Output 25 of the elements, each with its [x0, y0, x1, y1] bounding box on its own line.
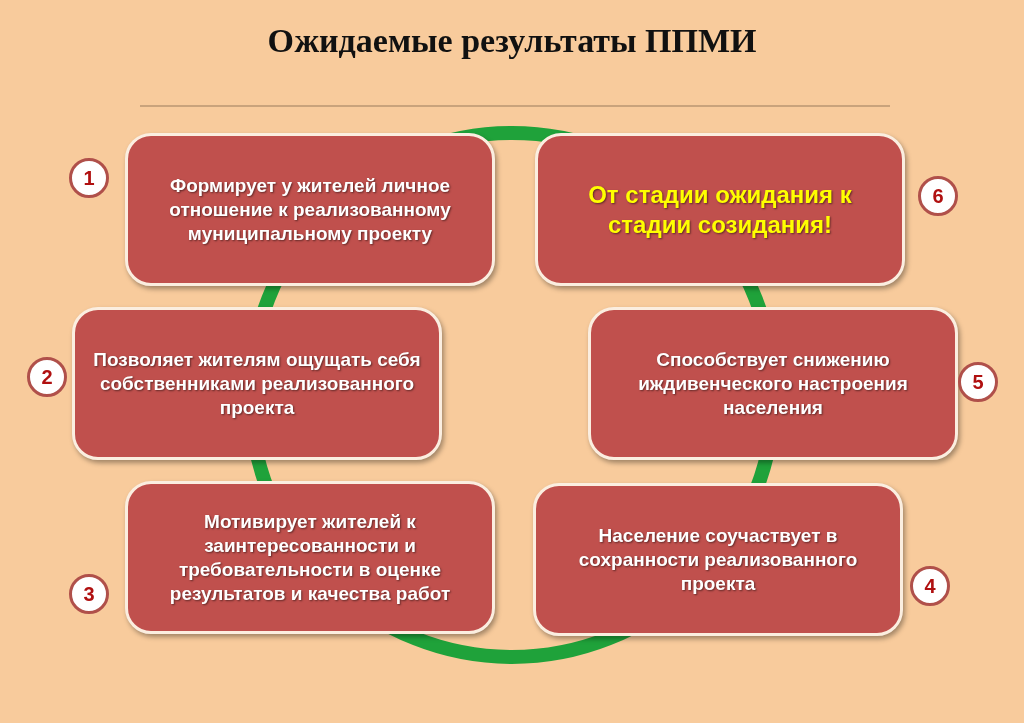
result-card: [533, 483, 903, 636]
title: Ожидаемые результаты ППМИ: [266, 22, 758, 60]
card-text: Население соучаствует в сохранности реализованного проекта: [577, 523, 859, 596]
result-card: [588, 307, 958, 460]
card-text: Мотивирует жителей к заинтересованности и требовательности в оценке результатов и качества работ: [168, 509, 452, 606]
result-card: [535, 133, 905, 286]
number-badge: [69, 574, 109, 614]
result-card: [125, 133, 495, 286]
result-card: [72, 307, 442, 460]
number-badge: [27, 357, 67, 397]
step-number: 1: [83, 166, 95, 190]
card-text: Позволяет жителям ощущать себя собственниками реализованного проекта: [92, 347, 422, 420]
card-text: От стадии ожидания к стадии созидания!: [587, 179, 853, 240]
number-badge: [69, 158, 109, 198]
step-number: 4: [924, 574, 936, 598]
step-number: 2: [41, 365, 53, 389]
step-number: 5: [972, 370, 984, 394]
step-number: 6: [932, 184, 944, 208]
card-text: Формирует у жителей личное отношение к реализованному муниципальному проекту: [168, 173, 452, 246]
card-text: Способствует снижению иждивенческого настроения населения: [637, 347, 909, 420]
step-number: 3: [83, 582, 95, 606]
number-badge: [918, 176, 958, 216]
number-badge: [910, 566, 950, 606]
number-badge: [958, 362, 998, 402]
result-card: [125, 481, 495, 634]
